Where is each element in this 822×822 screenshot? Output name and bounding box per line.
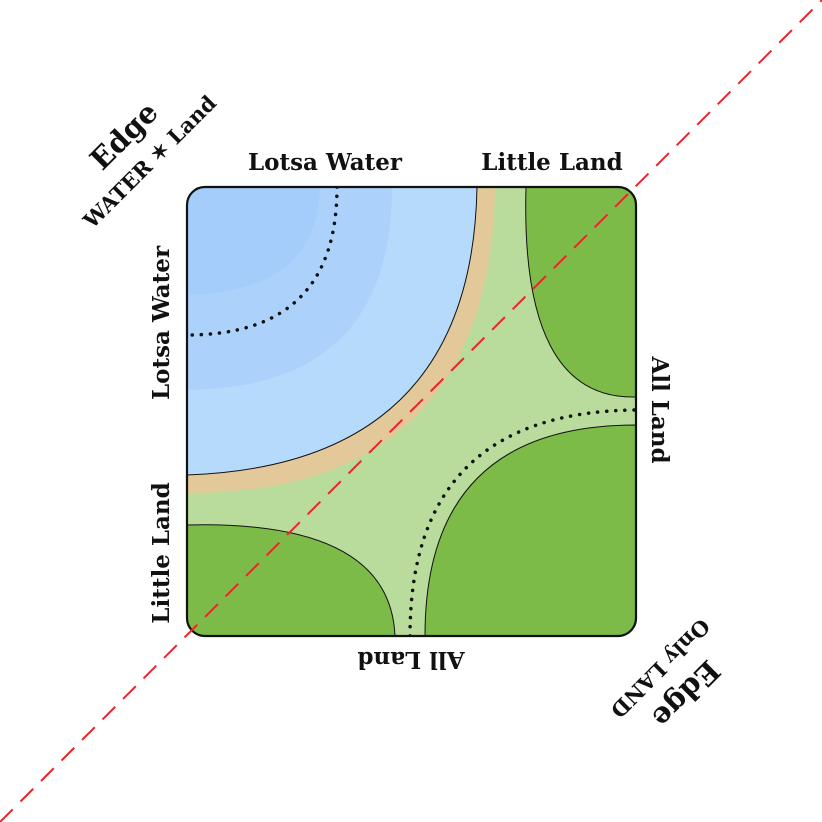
dotted-boundary-land — [408, 408, 636, 636]
dotted-boundary-water — [187, 187, 339, 337]
tile-border — [185, 185, 638, 638]
grass-bottom-left — [187, 524, 396, 636]
label-left-bottom: Little Land — [148, 482, 175, 623]
deep-water — [187, 187, 320, 295]
label-bottom: All Land — [357, 646, 465, 673]
label-right: All Land — [646, 355, 673, 463]
water-shoreline — [187, 187, 478, 476]
label-left-top: Lotsa Water — [148, 245, 175, 400]
grass-top-right — [525, 187, 636, 398]
grass-bottom-right — [424, 424, 636, 636]
label-top-left: Lotsa Water — [248, 149, 403, 176]
label-top-right: Little Land — [481, 149, 622, 176]
